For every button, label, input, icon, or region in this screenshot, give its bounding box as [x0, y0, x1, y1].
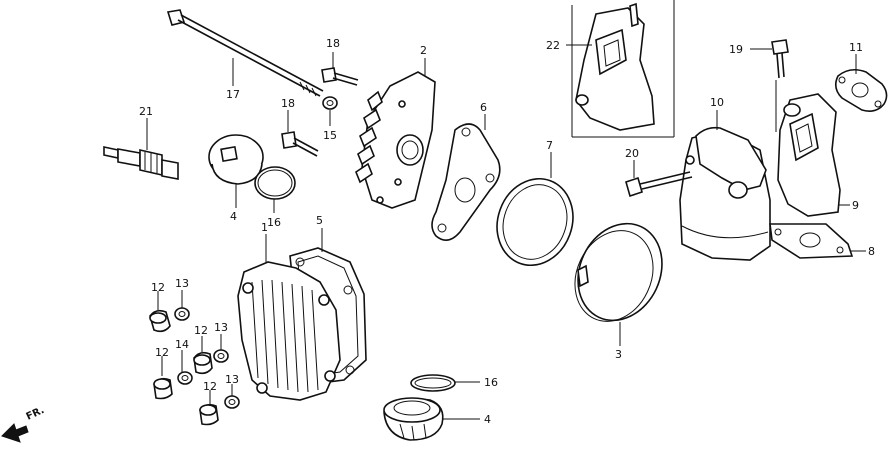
washer-13b	[213, 349, 229, 363]
label-12c: 12	[155, 346, 169, 359]
gasket-8	[769, 223, 854, 259]
label-12d: 12	[203, 380, 217, 393]
cap-nut-12c	[153, 377, 173, 400]
label-18b: 18	[281, 97, 295, 110]
label-12a: 12	[151, 281, 165, 294]
side-cover-3	[574, 222, 663, 322]
bolt-18-mid	[281, 131, 319, 157]
cylinder-head-side	[355, 71, 436, 209]
tappet-cap-bottom	[383, 397, 444, 441]
washer-14	[177, 371, 193, 385]
label-20: 20	[625, 147, 639, 160]
intake-pipe-10	[679, 126, 771, 261]
label-11: 11	[849, 41, 863, 54]
label-4b: 4	[484, 413, 491, 426]
label-19: 19	[729, 43, 743, 56]
o-ring-7	[496, 177, 574, 267]
cap-nut-12a	[149, 309, 171, 333]
cap-nut-12b	[193, 351, 213, 375]
gasket-11	[834, 68, 888, 112]
label-22: 22	[546, 39, 560, 52]
label-6: 6	[480, 101, 487, 114]
label-3: 3	[615, 348, 622, 361]
label-21: 21	[139, 105, 153, 118]
label-13b: 13	[214, 321, 228, 334]
label-9: 9	[852, 199, 859, 212]
inset-detail-box	[571, 0, 675, 138]
washer-13a	[174, 307, 190, 321]
label-10: 10	[710, 96, 724, 109]
gasket-6	[431, 123, 501, 241]
cylinder-head-cover-1	[237, 261, 341, 401]
label-8: 8	[868, 245, 875, 258]
label-15: 15	[323, 129, 337, 142]
label-13c: 13	[225, 373, 239, 386]
front-direction-arrow-icon: FR.	[1, 405, 46, 443]
label-2: 2	[420, 44, 427, 57]
bolt-18-top	[321, 67, 359, 86]
label-18a: 18	[326, 37, 340, 50]
tappet-cap-top	[208, 134, 264, 185]
o-ring-16-bottom	[410, 374, 456, 392]
label-7: 7	[546, 139, 553, 152]
label-14: 14	[175, 338, 189, 351]
insulator-9	[777, 93, 841, 217]
label-1: 1	[261, 221, 268, 234]
bolt-19	[771, 39, 789, 79]
o-ring-16-top	[254, 166, 296, 200]
direction-label: FR.	[25, 405, 46, 423]
label-12b: 12	[194, 324, 208, 337]
label-16b: 16	[484, 376, 498, 389]
label-5: 5	[316, 214, 323, 227]
cap-nut-12d	[199, 403, 219, 426]
bolt-20	[625, 171, 693, 198]
label-4a: 4	[230, 210, 237, 223]
label-17: 17	[226, 88, 240, 101]
label-13a: 13	[175, 277, 189, 290]
washer-13c	[224, 395, 240, 409]
washer-15	[322, 96, 338, 110]
stud-bolt	[166, 9, 324, 97]
label-16a: 16	[267, 216, 281, 229]
spark-plug	[103, 146, 179, 180]
